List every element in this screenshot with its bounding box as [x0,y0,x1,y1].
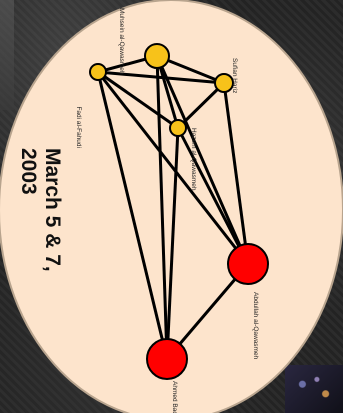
node-fadi [90,64,106,80]
node-label-sufian: Sufian Hariz [231,58,238,93]
node-abdullah [228,244,268,284]
node-muhsein [145,44,169,68]
node-label-abdullah: Abdullah al-Qawasmeh [252,292,259,360]
date-title: March 5 & 7, 2003 [24,148,64,408]
node-label-ahmed: Ahmed Bader [171,381,178,413]
node-sufian [215,74,233,92]
node-hazem [170,120,186,136]
node-label-fadi: Fadi al-Fahudi [75,106,82,148]
node-ahmed [147,339,187,379]
node-label-muhsein: Muhsein al-Qawasmeh [118,8,125,75]
date-line-2: 2003 [16,148,40,408]
date-line-1: March 5 & 7, [40,148,64,408]
node-label-hazem: Hazem al-Qawasmeh [190,128,197,191]
